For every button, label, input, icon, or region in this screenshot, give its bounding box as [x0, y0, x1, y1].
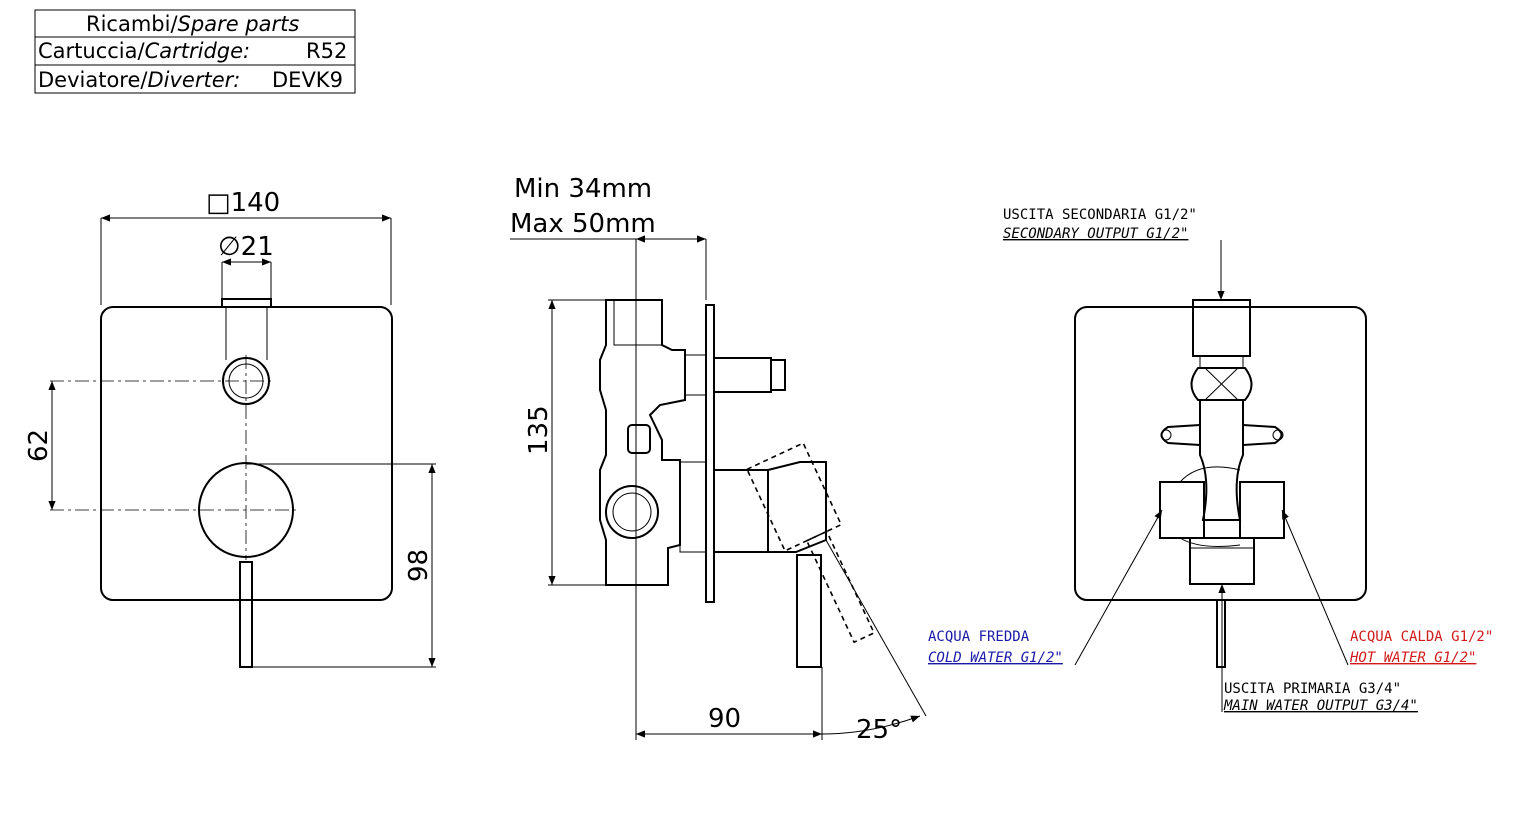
table-row-cartridge: Cartuccia/Cartridge: — [38, 39, 250, 63]
diverter-value: DEVK9 — [272, 68, 343, 92]
cold-inlet — [1159, 481, 1205, 539]
side-plate — [705, 304, 715, 603]
dimension-98: 98 — [404, 549, 434, 582]
table-row-spare-parts: Ricambi/Spare parts — [86, 12, 299, 36]
side-handle — [767, 461, 827, 553]
angle-25: 25° — [856, 715, 902, 745]
lever — [239, 561, 253, 668]
side-view: Min 34mm Max 50mm 135 — [510, 174, 927, 745]
cold-water-it: ACQUA FREDDA — [928, 629, 1030, 645]
dimension-135: 135 — [524, 405, 554, 455]
plate-size-label: □140 — [206, 188, 280, 218]
knob-diameter-label: ∅21 — [218, 232, 274, 262]
secondary-output-it: USCITA SECONDARIA G1/2" — [1003, 207, 1197, 223]
depth-max-label: Max 50mm — [510, 209, 656, 239]
front-view: □140 ∅21 62 98 — [24, 188, 436, 668]
rear-plate — [1074, 306, 1367, 601]
cartridge-value: R52 — [306, 39, 347, 63]
spare-parts-table: Ricambi/Spare parts Cartuccia/Cartridge:… — [34, 9, 356, 94]
cold-water-en: COLD WATER G1/2" — [928, 650, 1063, 666]
main-output-en: MAIN WATER OUTPUT G3/4" — [1223, 698, 1418, 714]
depth-min-label: Min 34mm — [514, 174, 652, 204]
secondary-output-en: SECONDARY OUTPUT G1/2" — [1003, 226, 1188, 242]
dimension-90: 90 — [708, 704, 741, 734]
main-output-it: USCITA PRIMARIA G3/4" — [1224, 681, 1401, 697]
rear-view: USCITA SECONDARIA G1/2" SECONDARY OUTPUT… — [928, 207, 1493, 714]
hot-inlet — [1239, 481, 1285, 539]
hot-water-en: HOT WATER G1/2" — [1349, 650, 1476, 666]
table-row-diverter: Deviatore/Diverter: — [38, 68, 240, 92]
valve-body — [599, 299, 686, 586]
hot-water-it: ACQUA CALDA G1/2" — [1350, 629, 1493, 645]
dimension-62: 62 — [24, 429, 54, 462]
secondary-outlet — [1192, 299, 1251, 357]
